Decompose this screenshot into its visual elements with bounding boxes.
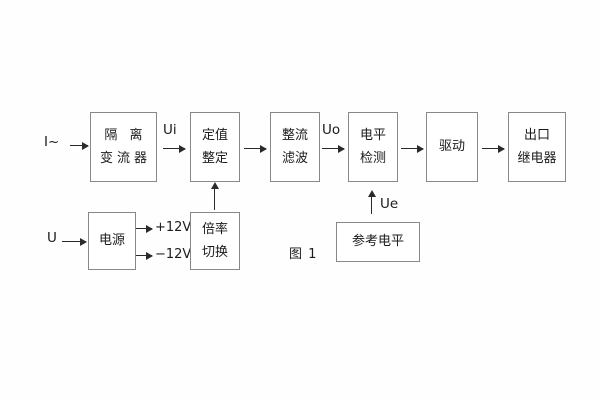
block-multiplier-switch: 倍率 切换: [190, 212, 240, 270]
block-power-supply-line-1: 电源: [98, 233, 125, 249]
block-rectify-filter-line-2: 滤波: [281, 150, 308, 166]
block-multiplier-switch-line-2: 切换: [201, 244, 228, 260]
input-current-label: I~: [44, 134, 60, 150]
rail-negative-label: −12V: [155, 247, 192, 262]
arrow-rail-negative: [136, 251, 153, 260]
signal-ue-label: Ue: [380, 196, 399, 212]
block-setting-adjustment: 定值 整定: [190, 112, 240, 182]
signal-uo-label: Uo: [322, 122, 341, 138]
block-level-detection: 电平 检测: [348, 112, 398, 182]
arrow-isolation-to-setting: [163, 144, 186, 153]
block-setting-adjustment-line-1: 定值: [201, 127, 228, 143]
figure-caption: 图 1: [289, 247, 318, 262]
block-isolation-transformer-line-2: 变流器: [99, 150, 151, 166]
signal-ui-label: Ui: [163, 122, 177, 138]
block-setting-adjustment-line-2: 整定: [201, 150, 228, 166]
block-reference-level-line-1: 参考电平: [351, 234, 404, 250]
input-voltage-label: U: [47, 230, 57, 246]
block-isolation-transformer-line-1: 隔 离: [104, 127, 147, 143]
block-drive-line-1: 驱动: [438, 139, 465, 155]
block-rectify-filter-line-1: 整流: [281, 127, 308, 143]
block-power-supply: 电源: [88, 212, 136, 270]
block-output-relay: 出口 继电器: [508, 112, 566, 182]
block-level-detection-line-1: 电平: [359, 127, 386, 143]
arrow-setting-to-rectify: [244, 144, 267, 153]
rail-positive-label: +12V: [155, 220, 192, 235]
block-rectify-filter: 整流 滤波: [270, 112, 320, 182]
block-output-relay-line-2: 继电器: [517, 150, 557, 166]
arrow-voltage-to-power-supply: [62, 237, 87, 246]
block-level-detection-line-2: 检测: [359, 150, 386, 166]
arrow-current-to-isolation: [70, 141, 89, 150]
arrow-drive-to-output-relay: [482, 144, 505, 153]
arrow-level-to-drive: [401, 144, 424, 153]
arrow-rail-positive: [136, 224, 153, 233]
block-isolation-transformer: 隔 离 变流器: [90, 112, 157, 182]
arrow-reference-to-level: [367, 190, 376, 214]
block-reference-level: 参考电平: [336, 222, 420, 262]
arrow-rectify-to-level: [322, 144, 345, 153]
block-output-relay-line-1: 出口: [523, 127, 550, 143]
block-multiplier-switch-line-1: 倍率: [201, 221, 228, 237]
block-drive: 驱动: [426, 112, 478, 182]
arrow-multiplier-to-setting: [210, 182, 219, 210]
